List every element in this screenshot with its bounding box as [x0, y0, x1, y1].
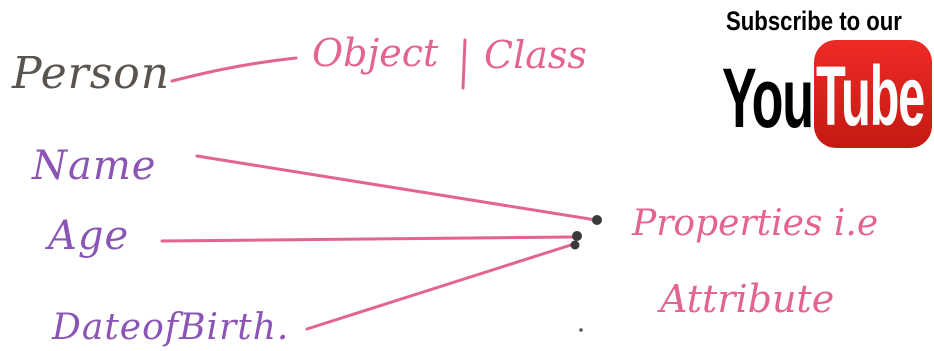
name-connector-line: [195, 154, 598, 222]
junction-dot: [570, 240, 580, 250]
property-age: Age: [48, 213, 130, 259]
dob-connector-line: [305, 242, 576, 331]
person-to-class-line: [170, 56, 298, 83]
junction-dot: [572, 231, 582, 241]
properties-label: Properties i.e: [632, 203, 879, 244]
age-connector-line: [160, 235, 576, 243]
youtube-logo-you[interactable]: You: [722, 51, 814, 145]
youtube-logo-tube-box[interactable]: Tube: [814, 40, 932, 148]
object-label: Object: [312, 31, 439, 75]
youtube-logo-tube: Tube: [816, 49, 925, 143]
stray-dot: [579, 328, 583, 332]
class-label: Class: [484, 33, 587, 77]
property-dateofbirth: DateofBirth.: [52, 307, 290, 348]
attribute-label: Attribute: [660, 277, 835, 321]
object-class-divider: [461, 38, 467, 90]
class-name-person: Person: [12, 48, 171, 99]
property-name: Name: [32, 143, 157, 189]
subscribe-text[interactable]: Subscribe to our: [726, 6, 902, 36]
junction-dot: [592, 215, 602, 225]
